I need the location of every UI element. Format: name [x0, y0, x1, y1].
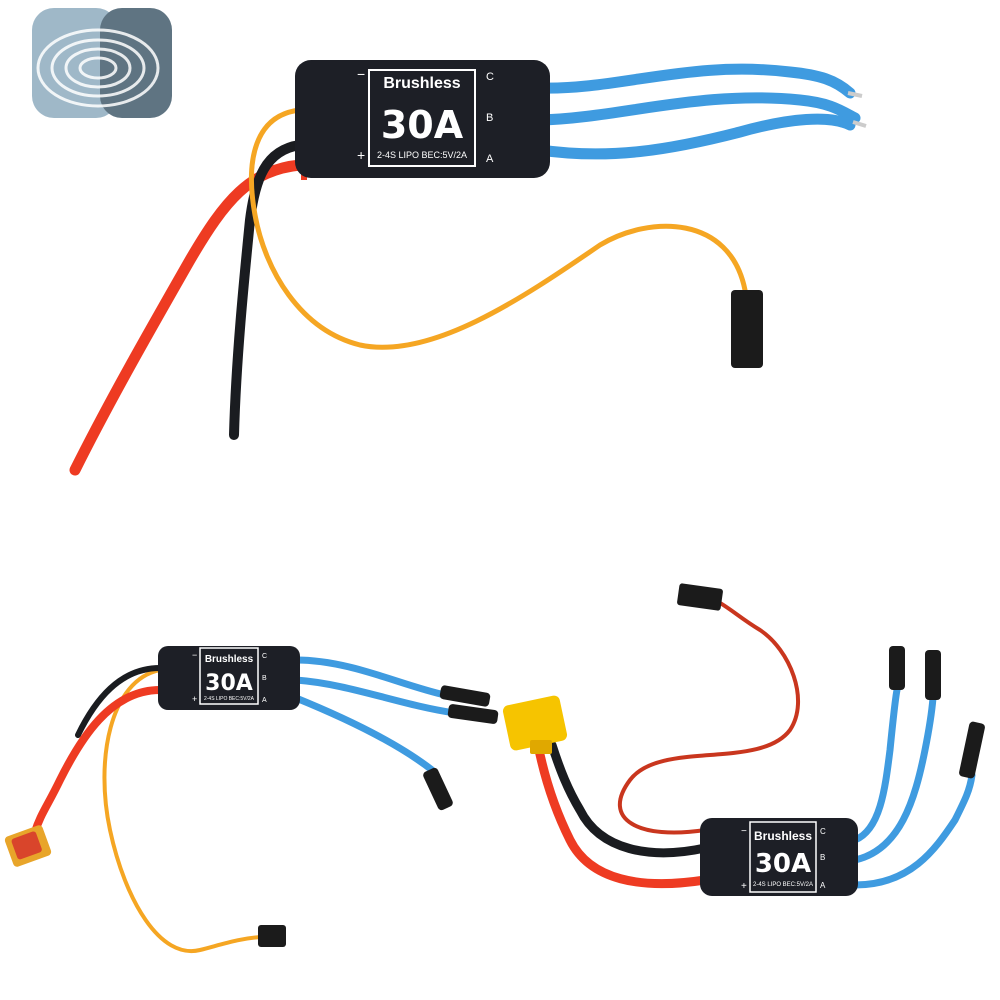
pad-b: B — [262, 675, 267, 682]
pad-a: A — [486, 153, 494, 165]
esc-title: Brushless — [754, 829, 812, 843]
red-power-wire — [69, 159, 306, 476]
signal-wire — [248, 107, 748, 350]
black-power-wire — [547, 740, 710, 858]
plus-mark: + — [741, 881, 747, 892]
logo-right-tile — [100, 8, 172, 118]
esc-body — [700, 818, 858, 896]
black-power-wire — [229, 140, 305, 440]
deans-connector — [4, 825, 52, 867]
pad-c: C — [262, 653, 267, 660]
motor-wires — [851, 686, 976, 889]
esc-right: − + Brushless 30A 2-4S LIPO BEC:5V/2A C … — [502, 583, 985, 896]
plus-mark: + — [357, 147, 365, 163]
logo-left-tile — [32, 8, 118, 118]
servo-connector — [731, 290, 763, 368]
esc-rating: 30A — [381, 103, 464, 147]
esc-title: Brushless — [383, 75, 460, 92]
pad-a: A — [820, 881, 826, 890]
pad-c: C — [486, 71, 494, 83]
xt60-connector — [502, 695, 568, 754]
servo-connector — [258, 925, 286, 947]
red-power-wire — [31, 686, 164, 836]
esc-title: Brushless — [205, 654, 254, 665]
esc-rating: 30A — [755, 849, 811, 879]
pad-c: C — [820, 827, 826, 836]
minus-mark: − — [357, 66, 365, 82]
esc-spec: 2-4S LIPO BEC:5V/2A — [377, 150, 467, 160]
pad-a: A — [262, 697, 267, 704]
concentric-rings-logo-icon — [32, 8, 172, 118]
signal-wire — [617, 598, 800, 835]
red-power-wire — [533, 740, 710, 889]
esc-large: − + Brushless 30A 2-4S LIPO BEC:5V/2A C … — [69, 60, 867, 476]
esc-spec: 2-4S LIPO BEC:5V/2A — [204, 696, 255, 702]
pad-b: B — [820, 853, 825, 862]
minus-mark: − — [192, 650, 197, 660]
esc-spec: 2-4S LIPO BEC:5V/2A — [753, 882, 813, 888]
pad-b: B — [486, 112, 493, 124]
esc-body — [295, 60, 550, 178]
esc-left: − + Brushless 30A 2-4S LIPO BEC:5V/2A C … — [4, 646, 499, 954]
motor-wires — [292, 656, 459, 774]
motor-wires — [534, 63, 861, 160]
signal-wire — [102, 668, 264, 954]
servo-connector — [677, 583, 723, 611]
black-power-wire — [75, 665, 163, 738]
plus-mark: + — [192, 694, 197, 704]
minus-mark: − — [741, 826, 747, 837]
esc-body — [158, 646, 300, 710]
esc-rating: 30A — [205, 671, 253, 696]
